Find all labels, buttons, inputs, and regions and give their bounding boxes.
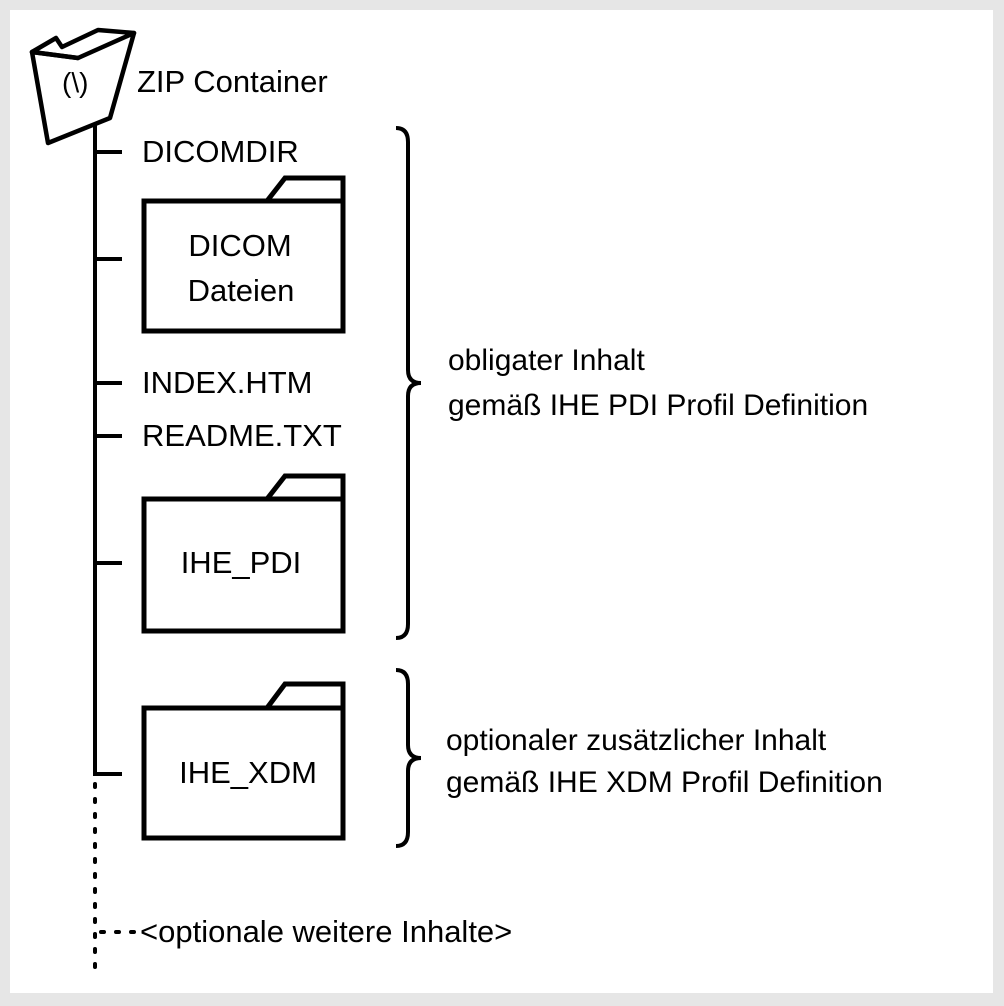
file-readme-txt: README.TXT [142,418,342,453]
folder-icon-symbol: (\) [62,67,88,98]
root-label: ZIP Container [137,64,328,99]
optional-annotation-line2: gemäß IHE XDM Profil Definition [446,766,883,799]
folder-ihe-pdi-label: IHE_PDI [181,545,302,580]
folder-dicom-dateien: DICOM Dateien [141,175,346,334]
open-folder-icon: (\) [29,27,137,146]
file-index-htm: INDEX.HTM [142,365,313,400]
folder-ihe-xdm-label: IHE_XDM [179,755,317,790]
folder-ihe-xdm: IHE_XDM [141,681,346,841]
more-content-label: <optionale weitere Inhalte> [140,914,512,949]
optional-annotation-line1: optionaler zusätzlicher Inhalt [446,724,827,757]
mandatory-annotation-line2: gemäß IHE PDI Profil Definition [448,389,868,422]
mandatory-annotation-line1: obligater Inhalt [448,344,645,377]
folder-ihe-pdi: IHE_PDI [141,473,346,634]
folder-dicom-label-1: DICOM [188,228,291,263]
mandatory-brace [395,126,422,640]
folder-dicom-label-2: Dateien [188,273,295,308]
optional-brace [395,668,422,848]
file-dicomdir: DICOMDIR [142,134,299,169]
